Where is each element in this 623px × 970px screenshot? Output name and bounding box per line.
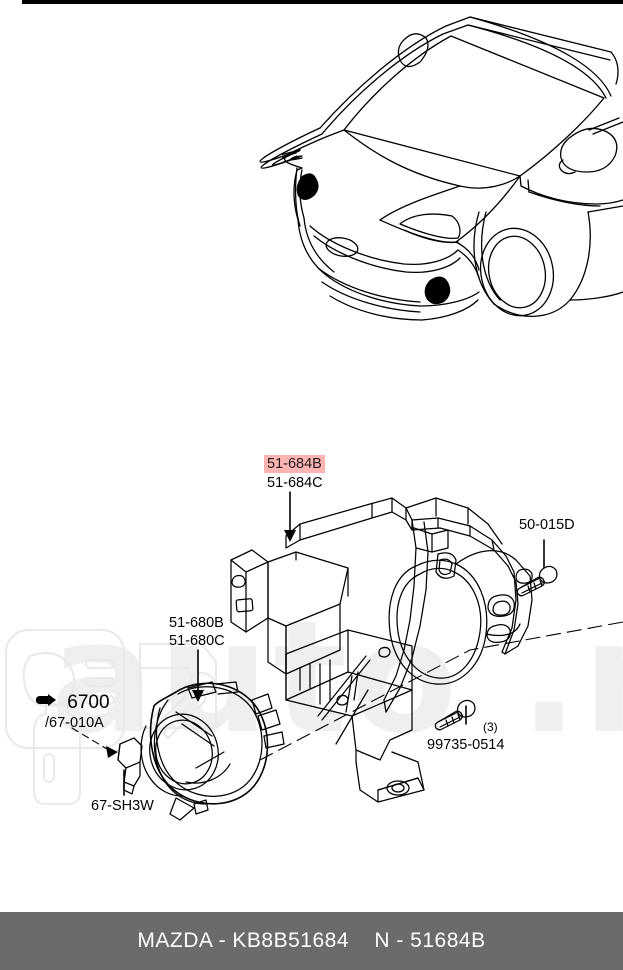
pointing-hand-icon <box>36 694 56 706</box>
callout-51-680B: 51-680B <box>169 615 224 631</box>
location-markers <box>296 173 451 305</box>
callout-50-015D: 50-015D <box>519 517 575 533</box>
top-rule <box>22 0 623 4</box>
assembly-axis <box>259 621 623 761</box>
callout-51-684B: 51-684B <box>264 455 325 474</box>
footer-bar: MAZDA - KB8B51684 N - 51684B <box>0 912 623 970</box>
callout-99735-0514: 99735-0514 <box>427 737 505 753</box>
callout-67-010A: /67-010A <box>45 715 104 731</box>
quantity-marker-99735-0514: (3) <box>483 720 498 734</box>
bulb-67-SH3W <box>117 737 143 795</box>
callout-51-680C: 51-680C <box>169 633 225 649</box>
screw-99735-0514 <box>434 699 476 731</box>
callout-67-SH3W: 67-SH3W <box>91 798 154 814</box>
screw-50-015D <box>516 565 558 597</box>
callout-6700: 6700 <box>34 692 112 713</box>
callout-51-684C: 51-684C <box>267 475 323 491</box>
fog-lamp-assembly <box>140 681 285 821</box>
footer-text: MAZDA - KB8B51684 N - 51684B <box>137 929 486 952</box>
